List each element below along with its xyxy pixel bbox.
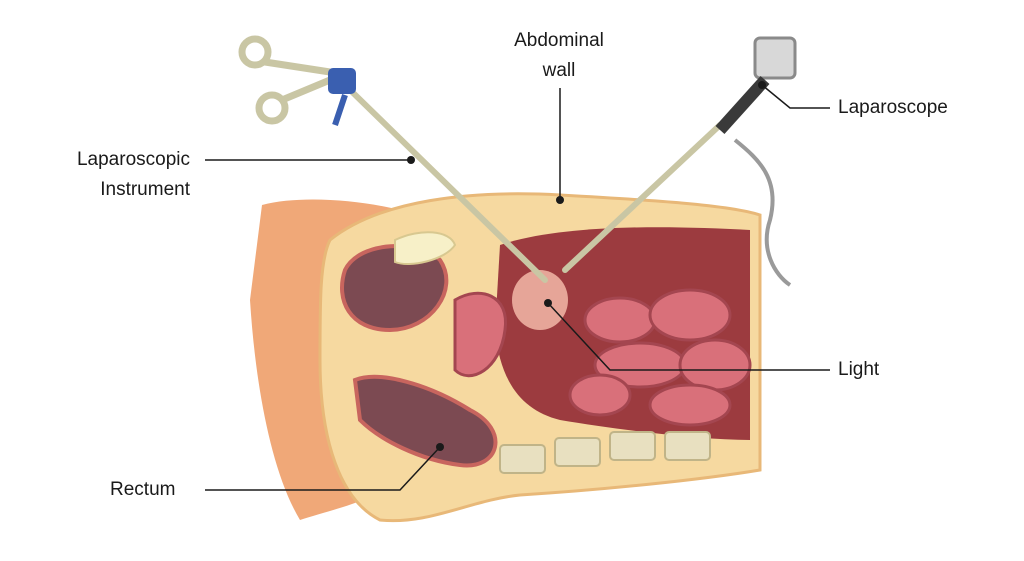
label-laparoscope: Laparoscope (838, 97, 948, 118)
label-laparoscopic-instrument: Laparoscopic Instrument (30, 145, 190, 205)
light-glow (512, 270, 568, 330)
leader-light (547, 302, 830, 371)
label-abdominal-wall-line1: Abdominal (514, 30, 604, 51)
laparoscope-camera (753, 36, 797, 80)
pubic-bone (394, 231, 457, 266)
instrument-handle (238, 35, 332, 125)
leader-dots (407, 81, 766, 451)
label-light: Light (838, 359, 880, 380)
label-rectum: Rectum (110, 479, 176, 500)
leader-laparoscope (761, 84, 830, 109)
uterus (453, 291, 507, 378)
label-abdominal-wall: Abdominal wall (500, 26, 618, 86)
leader-rectum (205, 446, 441, 491)
bladder (340, 244, 449, 333)
laparoscope-shaft (562, 122, 723, 273)
leader-lines (205, 84, 830, 491)
instrument-knob (328, 68, 356, 94)
label-abdominal-wall-line2: wall (542, 60, 576, 81)
rectum-organ (352, 374, 498, 468)
instrument-shaft (342, 82, 548, 283)
laparoscope-cable (733, 138, 792, 287)
intestines (568, 288, 752, 427)
spine (499, 431, 711, 474)
label-instrument-line2: Instrument (100, 179, 190, 200)
label-instrument-line1: Laparoscopic (76, 149, 190, 170)
